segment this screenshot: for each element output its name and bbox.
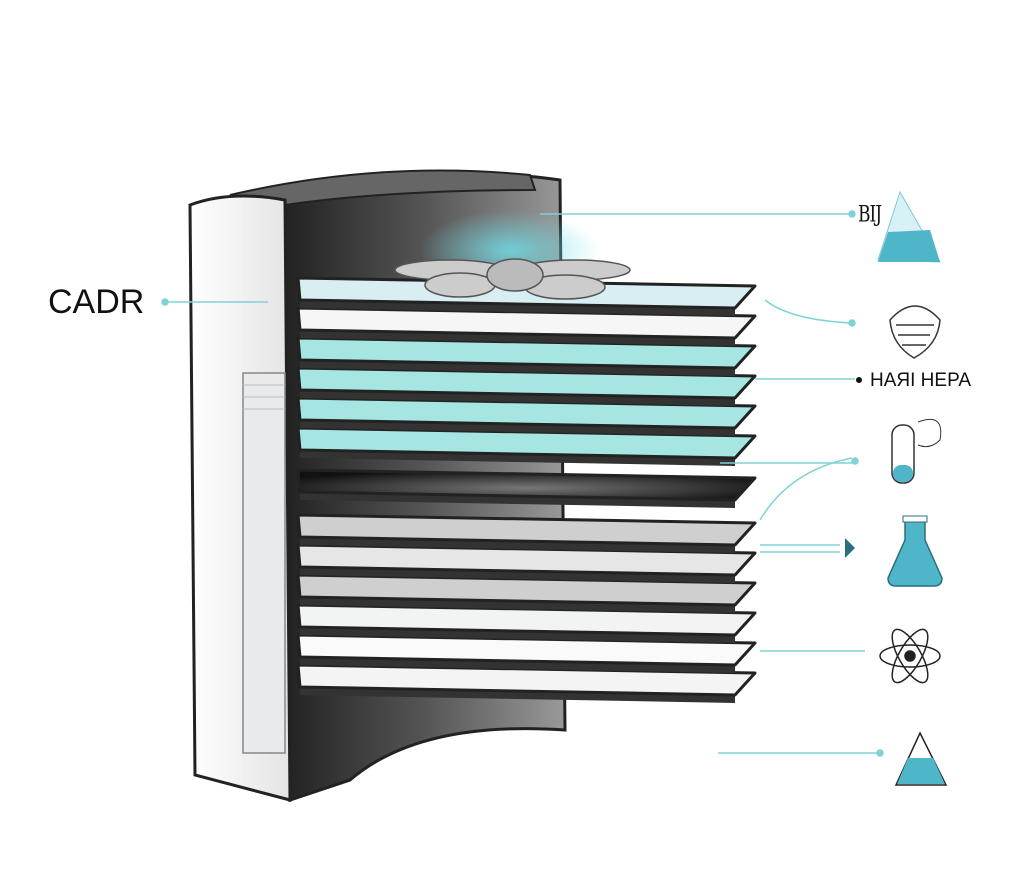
test-tube-icon bbox=[891, 418, 942, 484]
filter-plate-edge bbox=[300, 492, 735, 508]
cadr-label: CADR bbox=[48, 283, 145, 321]
filter-plate-edge bbox=[300, 390, 735, 406]
leader-lines bbox=[161, 210, 884, 757]
arrow-icon bbox=[845, 538, 855, 558]
filter-plate-edge bbox=[300, 687, 735, 703]
bullet-icon bbox=[856, 377, 862, 383]
top-icon-label: BIJ bbox=[858, 202, 882, 228]
filter-plate bbox=[296, 513, 757, 547]
filter-plate bbox=[296, 468, 757, 502]
hepa-label: HAЯI HEPA bbox=[870, 370, 972, 391]
glass-beaker-icon bbox=[877, 190, 941, 263]
filter-plate-edge bbox=[300, 420, 735, 436]
filter-plate-edge bbox=[300, 627, 735, 643]
shield-leaf-icon bbox=[889, 305, 941, 359]
filter-plate-edge bbox=[300, 567, 735, 583]
triangle-flask-icon bbox=[894, 731, 948, 786]
filter-plate-edge bbox=[300, 330, 735, 346]
filter-plate-edge bbox=[300, 300, 735, 316]
filter-plate-edge bbox=[300, 597, 735, 613]
filter-stack bbox=[296, 276, 757, 703]
atom-icon bbox=[879, 628, 941, 684]
flask-icon bbox=[887, 515, 943, 587]
filter-plate-edge bbox=[300, 450, 735, 466]
filter-plate-edge bbox=[300, 537, 735, 553]
filter-plate-edge bbox=[300, 657, 735, 673]
fan-icon bbox=[394, 258, 631, 300]
filter-plate-edge bbox=[300, 360, 735, 376]
